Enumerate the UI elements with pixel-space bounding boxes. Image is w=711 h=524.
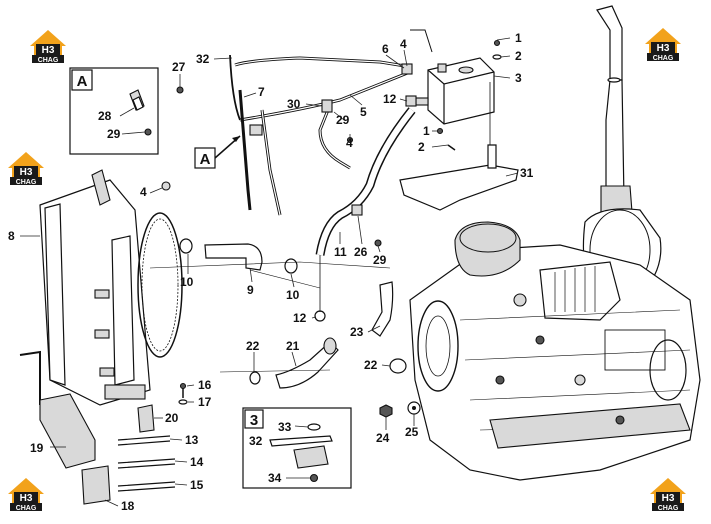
brand-logo-top-right: H3 CHAG: [645, 28, 681, 62]
callout-10: 10: [286, 288, 300, 302]
callout-4: 4: [346, 136, 353, 150]
exhaust-stack: [596, 5, 633, 213]
inset-a-box: A: [69, 67, 159, 155]
callout-17: 17: [198, 395, 212, 409]
oring-part: [307, 423, 321, 431]
callout-27: 27: [172, 60, 186, 74]
inset-a-pointer-label: A: [200, 151, 211, 168]
callout-30: 30: [287, 97, 301, 111]
callout-23: 23: [350, 325, 364, 339]
svg-text:CHAG: CHAG: [16, 505, 37, 512]
callout-18: 18: [121, 499, 135, 513]
callout-14: 14: [190, 455, 204, 469]
brand-logo-left: H3 CHAG: [8, 152, 44, 186]
callout-15: 15: [190, 478, 204, 492]
callout-numbers: 1 2 3 4 6 32 27 7 30 5 12 29 4 1 2 31 28…: [8, 31, 534, 513]
sensor-part: [293, 445, 329, 469]
tank-bracket: [399, 82, 519, 211]
nut-part: [309, 473, 319, 483]
expansion-tank: [415, 39, 502, 151]
brand-logo-bottom-left: H3 CHAG: [8, 478, 44, 512]
callout-12: 12: [293, 311, 307, 325]
inset-3-label: 3: [250, 412, 258, 429]
inset-a-label: A: [77, 73, 88, 90]
callout-29: 29: [336, 113, 350, 127]
callout-1: 1: [515, 31, 522, 45]
brand-logo-top-left: H3 CHAG: [30, 30, 66, 64]
callout-29: 29: [373, 253, 387, 267]
inset-3-box: 3: [242, 407, 352, 489]
callout-1: 1: [423, 124, 430, 138]
callout-26: 26: [354, 245, 368, 259]
screw-part: [144, 128, 152, 136]
callout-8: 8: [8, 229, 15, 243]
radiator-assembly: [19, 169, 183, 406]
callout-2: 2: [418, 140, 425, 154]
callout-16: 16: [198, 378, 212, 392]
callout-34: 34: [268, 471, 282, 485]
svg-text:H3: H3: [42, 45, 55, 56]
svg-text:H3: H3: [657, 43, 670, 54]
callout-32: 32: [249, 434, 263, 448]
callout-33: 33: [278, 420, 292, 434]
leader-lines: [20, 37, 519, 507]
svg-text:H3: H3: [20, 167, 33, 178]
radiator-lower-parts: [39, 382, 188, 505]
callout-24: 24: [376, 431, 390, 445]
callout-7: 7: [258, 85, 265, 99]
callout-4: 4: [140, 185, 147, 199]
callout-9: 9: [247, 283, 254, 297]
callout-22: 22: [246, 339, 260, 353]
callout-11: 11: [334, 245, 347, 259]
pipe-lines-top: [176, 29, 433, 322]
svg-text:CHAG: CHAG: [38, 57, 59, 64]
bolt-and-washer: [379, 401, 421, 418]
svg-text:H3: H3: [662, 493, 675, 504]
callout-32: 32: [196, 52, 210, 66]
callout-20: 20: [165, 411, 179, 425]
callout-29: 29: [107, 127, 121, 141]
svg-text:CHAG: CHAG: [16, 179, 37, 186]
callout-12: 12: [383, 92, 397, 106]
svg-text:CHAG: CHAG: [658, 505, 679, 512]
callout-4: 4: [400, 37, 407, 51]
callout-6: 6: [382, 42, 389, 56]
callout-2: 2: [515, 49, 522, 63]
engine-block: [409, 221, 701, 481]
callout-25: 25: [405, 425, 419, 439]
inset-a-pointer: A: [194, 135, 241, 169]
callout-19: 19: [30, 441, 44, 455]
callout-28: 28: [98, 109, 112, 123]
callout-31: 31: [520, 166, 534, 180]
svg-text:CHAG: CHAG: [653, 55, 674, 62]
callout-10: 10: [180, 275, 194, 289]
callout-21: 21: [286, 339, 300, 353]
callout-5: 5: [360, 105, 367, 119]
brand-logo-bottom-right: H3 CHAG: [650, 478, 686, 512]
clamp-inner: [132, 96, 144, 111]
coolant-hoses: [149, 238, 407, 389]
callout-3: 3: [515, 71, 522, 85]
pipe-part: [269, 435, 333, 447]
svg-text:H3: H3: [20, 493, 33, 504]
callout-13: 13: [185, 433, 199, 447]
callout-22: 22: [364, 358, 378, 372]
